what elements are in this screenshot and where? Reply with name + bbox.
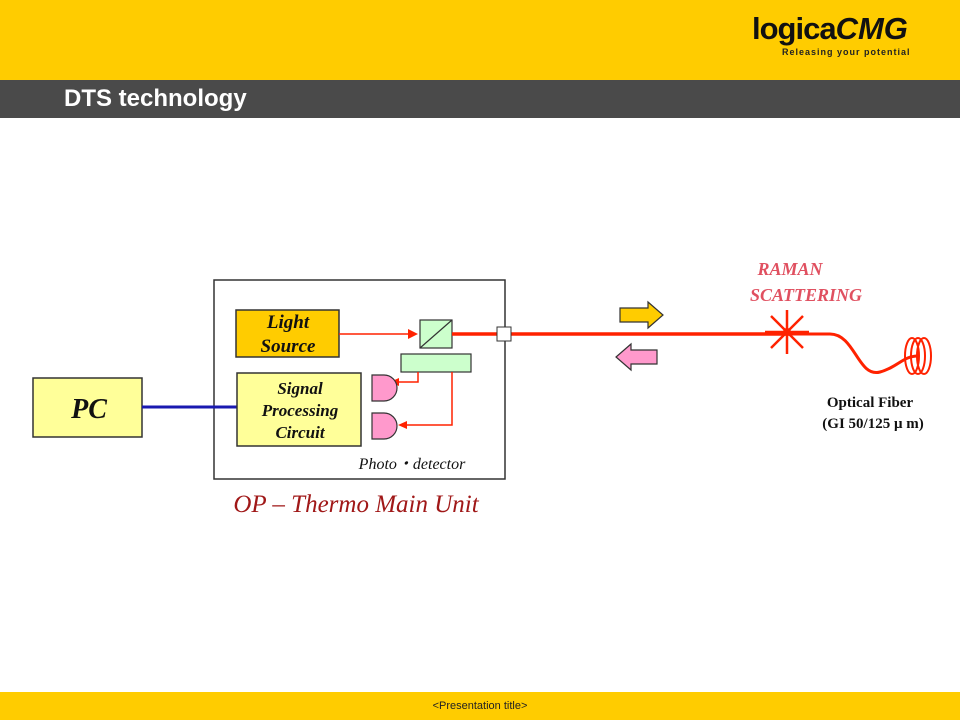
filter-block — [400, 353, 472, 373]
photo-detector-label: Photo・detector — [358, 456, 466, 473]
signal-label-1: Signal — [277, 379, 323, 398]
photo-detector-1 — [371, 374, 398, 402]
detector-arrowhead-2 — [398, 421, 407, 429]
signal-label-2: Processing — [261, 401, 339, 420]
backscatter-arrow — [615, 342, 658, 372]
photo-detector-2 — [371, 412, 398, 440]
light-source-box — [235, 309, 340, 358]
signal-processing-box — [236, 372, 362, 447]
pc-label: PC — [70, 394, 107, 425]
raman-burst-center — [783, 328, 791, 336]
presentation-title-footer: <Presentation title> — [432, 700, 528, 712]
logo-wordmark: logicaCMG — [752, 11, 908, 46]
header-bar — [0, 0, 960, 80]
fiber-coil-icon — [904, 337, 932, 375]
splitter-diagonal — [419, 319, 453, 349]
optical-fiber-line — [790, 332, 919, 374]
detector-line-2 — [407, 372, 453, 426]
light-source-label-1: Light — [266, 312, 310, 333]
logo-tagline: Releasing your potential — [782, 47, 911, 57]
raman-label-1: RAMAN — [756, 259, 823, 279]
footer-bar — [0, 692, 960, 720]
title-bar — [0, 80, 960, 118]
optical-fiber-label-2: (GI 50/125 μ m) — [822, 416, 923, 432]
fiber-connector — [496, 326, 512, 342]
dts-diagram: PC Light Source Signal Processing Circui… — [32, 259, 932, 518]
signal-label-3: Circuit — [275, 423, 325, 442]
detector-line-1 — [398, 372, 419, 383]
forward-light-arrow — [619, 300, 664, 330]
optical-fiber-label-1: Optical Fiber — [827, 395, 914, 411]
source-arrowhead — [408, 329, 418, 339]
logica-cmg-logo: logicaCMG Releasing your potential — [752, 13, 934, 61]
light-source-label-2: Source — [261, 336, 316, 357]
slide-title: DTS technology — [64, 85, 247, 112]
raman-label-2: SCATTERING — [750, 285, 862, 305]
main-unit-label: OP – Thermo Main Unit — [233, 491, 479, 518]
